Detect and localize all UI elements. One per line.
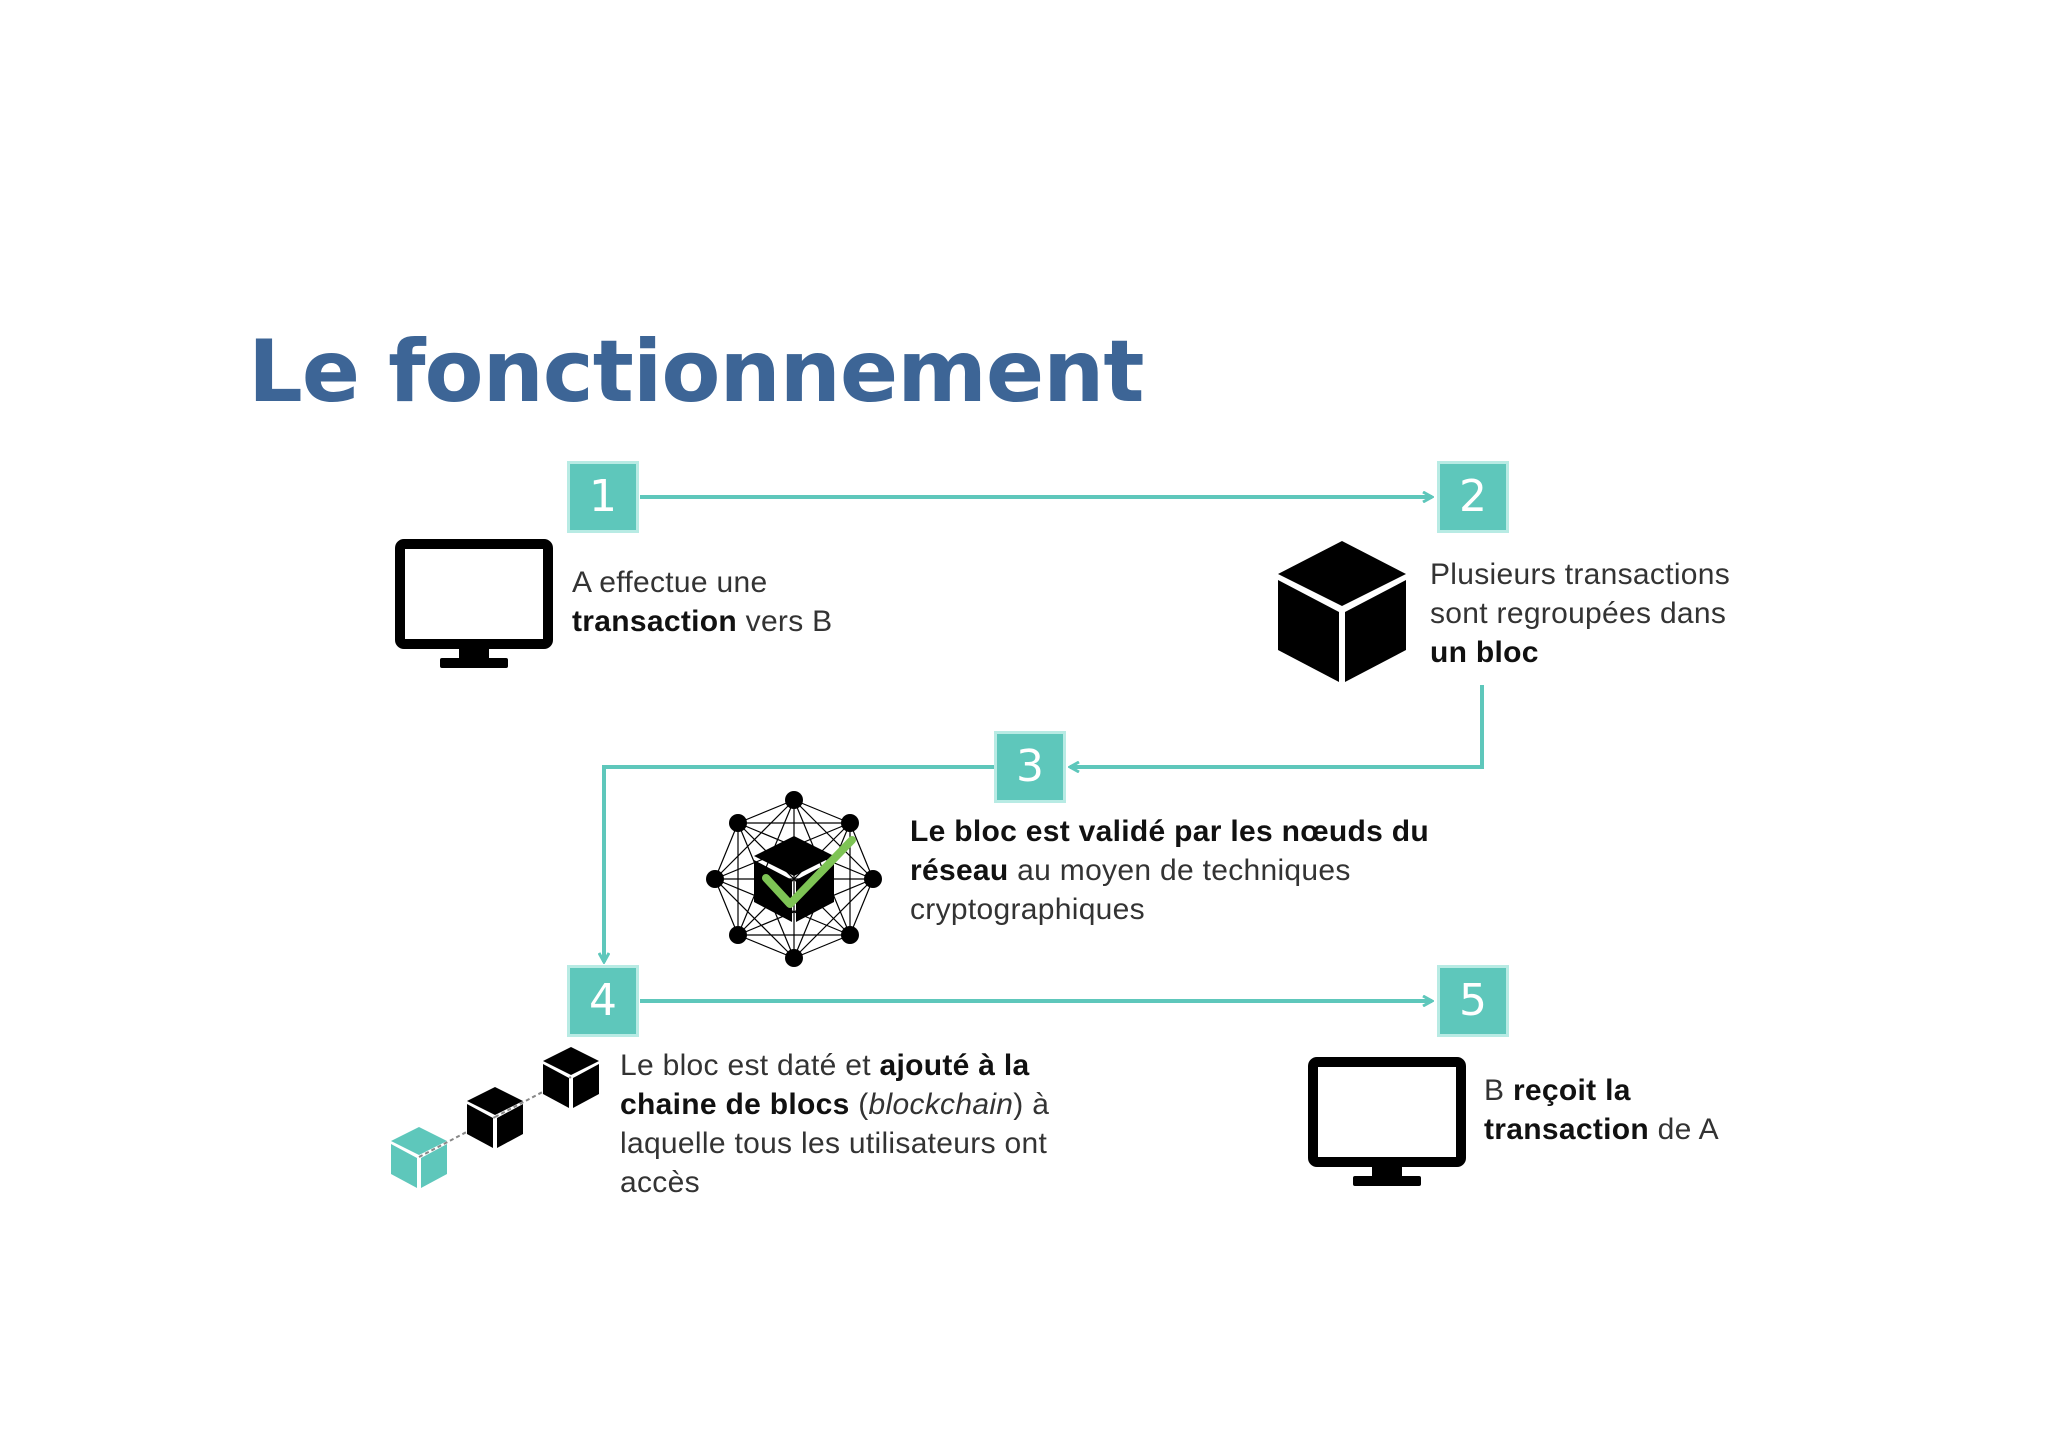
step-4-text-part: Le bloc est daté et xyxy=(620,1049,880,1082)
step-5-text-part: de A xyxy=(1649,1113,1719,1146)
step-4-text-part: ( xyxy=(849,1088,869,1121)
arrow-2-to-3 xyxy=(1070,685,1484,767)
step-4-text: Le bloc est daté et ajouté à la chaine d… xyxy=(620,1046,1100,1202)
step-1-badge: 1 xyxy=(567,461,639,533)
step-1-text-bold: transaction xyxy=(572,605,738,638)
step-5-badge: 5 xyxy=(1437,965,1509,1037)
network-check-icon xyxy=(706,791,882,967)
step-3-text: Le bloc est validé par les nœuds du rése… xyxy=(910,812,1480,929)
step-2-badge: 2 xyxy=(1437,461,1509,533)
step-4-badge: 4 xyxy=(567,965,639,1037)
monitor-icon xyxy=(395,539,553,668)
step-4-text-italic: blockchain xyxy=(868,1088,1014,1121)
cube-icon xyxy=(1278,541,1406,682)
step-1-text-part: A effectue une xyxy=(572,566,768,599)
step-2-text: Plusieurs transactions sont regroupées d… xyxy=(1430,555,1760,672)
step-4-text-part: ) à laquelle tous les utilisateurs ont a… xyxy=(620,1088,1050,1199)
step-2-text-bold: un bloc xyxy=(1430,636,1539,669)
arrow-3-to-4 xyxy=(604,765,995,962)
step-3-text-part: au moyen de techniques cryptographiques xyxy=(910,854,1351,926)
step-3-badge: 3 xyxy=(994,731,1066,803)
step-5-text-bold: reçoit la transaction xyxy=(1484,1074,1650,1146)
step-4-text-bold: ajouté à la chaine de blocs xyxy=(620,1049,1030,1121)
step-1-text-part: vers B xyxy=(737,605,833,638)
step-5-text-part: B xyxy=(1484,1074,1513,1107)
blockchain-icon xyxy=(391,1047,599,1188)
step-3-text-bold: Le bloc est validé par les nœuds du rése… xyxy=(910,815,1429,887)
step-1-text: A effectue une transaction vers B xyxy=(572,563,872,641)
step-5-text: B reçoit la transaction de A xyxy=(1484,1071,1744,1149)
monitor-icon xyxy=(1308,1057,1466,1186)
page-title: Le fonctionnement xyxy=(248,322,1144,422)
step-2-text-part: Plusieurs transactions sont regroupées d… xyxy=(1430,558,1731,630)
